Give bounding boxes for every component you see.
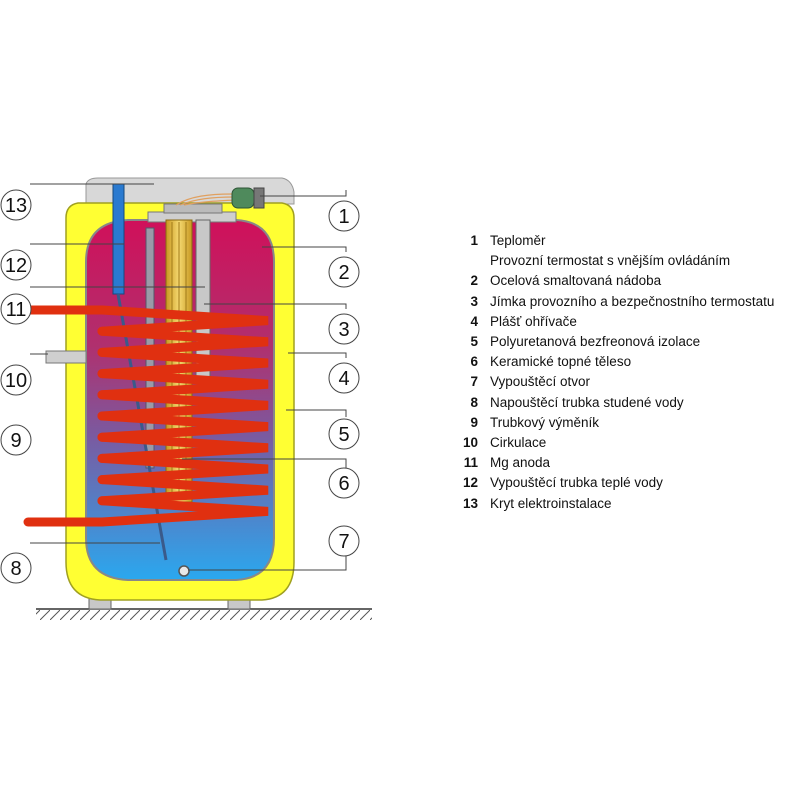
svg-text:2: 2 [338, 262, 349, 284]
drain-outlet [178, 565, 190, 577]
thermostat-knob [231, 187, 265, 209]
svg-text:10: 10 [5, 370, 27, 392]
svg-text:4: 4 [338, 368, 349, 390]
top-flange [147, 193, 237, 223]
callout-2: 2 [328, 256, 360, 288]
svg-text:1: 1 [338, 206, 349, 228]
hot-water-outlet-pipe [112, 183, 125, 295]
coil-winding [97, 475, 269, 506]
svg-text:12: 12 [5, 255, 27, 277]
svg-text:8: 8 [10, 558, 21, 580]
svg-text:13: 13 [5, 195, 27, 217]
callout-13: 13 [0, 189, 32, 221]
svg-text:11: 11 [6, 299, 27, 321]
coil-winding [97, 390, 269, 421]
callout-6: 6 [328, 467, 360, 499]
callout-5: 5 [328, 418, 360, 450]
legend-item-1: 1 Teploměr Provozní termostat s vnějším … [470, 233, 731, 269]
callout-7: 7 [328, 525, 360, 557]
svg-text:5: 5 [338, 424, 349, 446]
callout-12: 12 [0, 249, 32, 281]
callout-9: 9 [0, 424, 32, 456]
callout-3: 3 [328, 313, 360, 345]
callout-11: 11 [0, 293, 32, 325]
coil-heat-exchanger [23, 305, 269, 527]
callout-10: 10 [0, 364, 32, 396]
svg-text:3: 3 [338, 319, 349, 341]
legend: 1 Teploměr Provozní termostat s vnějším … [454, 231, 800, 514]
coil-winding [97, 369, 269, 400]
coil-winding [97, 347, 269, 379]
svg-text:6: 6 [338, 473, 349, 495]
callout-8: 8 [0, 552, 32, 584]
callout-4: 4 [328, 362, 360, 394]
coil-winding [97, 453, 269, 485]
coil-winding [97, 305, 269, 336]
circulation-pipe [45, 350, 87, 364]
coil-winding [97, 496, 269, 527]
svg-text:9: 9 [10, 430, 21, 452]
callout-1: 1 [328, 200, 360, 232]
svg-text:7: 7 [338, 531, 349, 553]
ground [36, 608, 372, 620]
coil-winding [97, 326, 269, 357]
coil-winding [97, 411, 269, 442]
coil-winding [97, 432, 269, 463]
